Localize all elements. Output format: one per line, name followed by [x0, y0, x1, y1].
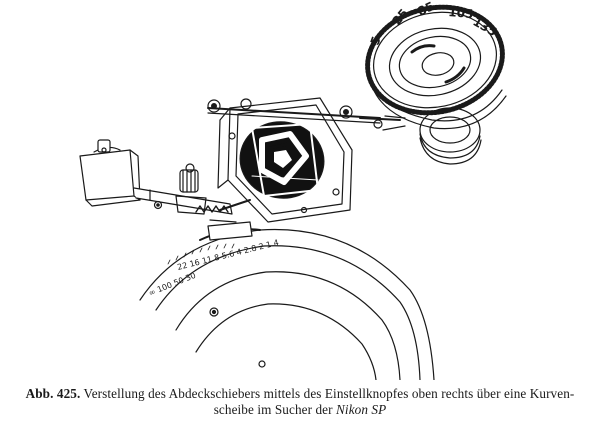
svg-text:∞ 100 50 30: ∞ 100 50 30	[147, 271, 197, 298]
camera-model: Nikon SP	[336, 402, 387, 417]
figure-caption: Abb. 425. Verstellung des Abdeckschieber…	[0, 386, 600, 418]
svg-text:105: 105	[448, 5, 474, 21]
aperture-scale: 22 16 11 8 5.6 4 2.8 2 1.4	[176, 238, 279, 272]
slider-arm	[79, 139, 251, 223]
figure-number: Abb. 425.	[25, 386, 81, 401]
svg-text:22 16 11 8 5.6 4 2.8 2 1.4: 22 16 11 8 5.6 4 2.8 2 1.4	[176, 238, 279, 272]
caption-line-1: Verstellung des Abdeckschiebers mittels …	[83, 386, 575, 401]
cam-wheel-marks: 5 25 85 105 135	[368, 0, 500, 47]
nikon-sp-finder-illustration: 5 25 85 105 135	[79, 0, 507, 380]
cam-wheel: 5 25 85 105 135	[365, 0, 507, 130]
svg-text:85: 85	[415, 0, 436, 19]
distance-scale: ∞ 100 50 30	[147, 271, 197, 298]
frame-mask-assembly	[207, 97, 401, 223]
caption-line-2: scheibe im Sucher der	[213, 402, 333, 417]
lens-mount: ∞ 100 50 30 22 16 11 8 5.6 4 2.8 2 1.4	[139, 221, 435, 380]
cam-disc	[382, 107, 482, 165]
